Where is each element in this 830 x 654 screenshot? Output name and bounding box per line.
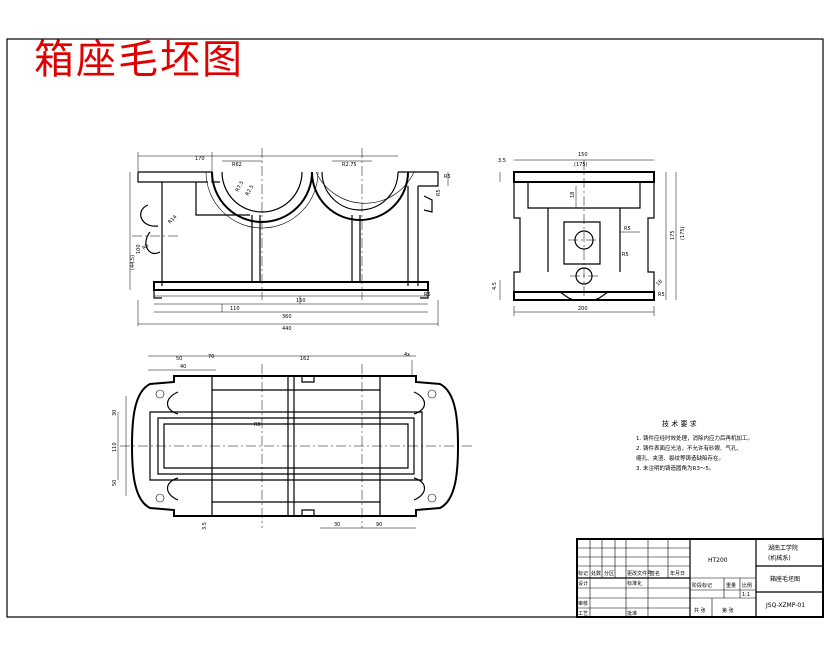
dim-label: 3.5 (498, 158, 506, 164)
dim-label: 110 (112, 442, 118, 452)
drawing-number: JSQ-XZMP-01 (765, 602, 805, 609)
dim-label: 90 (376, 522, 382, 528)
sheet-border (6, 38, 824, 618)
row-label: 标记 (578, 570, 588, 577)
dim-label: R5 (624, 226, 631, 232)
row-label: 处数 (591, 570, 601, 577)
dim-label: R62 (232, 162, 242, 168)
standard-label: 标准化 (627, 580, 642, 587)
tech-req-item: 2. 铸件表面应光洁，不允许有砂眼、气孔、 (636, 444, 742, 452)
dim-label: 162 (300, 356, 310, 362)
school-sub-label: (机械系) (768, 554, 791, 562)
tech-req-item: 3. 未注明的铸造圆角为R3～5。 (636, 464, 714, 472)
dim-label: 200 (578, 306, 588, 312)
design-label: 设计 (578, 580, 588, 587)
school-label: 湖南工学院 (768, 544, 798, 552)
material-label: HT200 (708, 557, 728, 564)
dim-label: 70 (208, 354, 214, 360)
weight-label: 重量 (726, 582, 736, 589)
check-label: 审核 (578, 600, 588, 607)
title-block-text: HT200 湖南工学院 (机械系) 箱座毛坯图 JSQ-XZMP-01 1:1 … (578, 544, 805, 617)
sheet-number-label: 第 张 (722, 607, 734, 614)
dim-label: 30 (334, 522, 340, 528)
row-label: 更改文件号 (627, 570, 652, 577)
dim-label: 170 (195, 156, 205, 162)
scale-label: 1:1 (742, 592, 750, 598)
row-label: 分区 (604, 570, 614, 577)
dim-label: R5 (424, 292, 431, 298)
dim-label: 4x (404, 352, 410, 358)
drawing-title: 箱座毛坯图 (34, 37, 244, 83)
dim-label: 50 (176, 356, 182, 362)
dim-label: 150 (578, 152, 588, 158)
dim-label: R2.75 (342, 162, 357, 168)
row-label: 签名 (650, 570, 660, 577)
technical-requirements: 技 术 要 求 1. 铸件应经时效处理，消除内应力后再机加工。 2. 铸件表面应… (636, 419, 753, 472)
dim-label: 18 (570, 192, 576, 198)
dim-label: 100 (136, 244, 142, 254)
title-block (576, 538, 824, 618)
dim-label: R14 (167, 214, 178, 225)
dim-label: 150 (296, 298, 306, 304)
dim-label: (175) (680, 227, 686, 240)
dim-label: R2.5 (245, 184, 256, 197)
dim-label: 175 (670, 230, 676, 240)
dim-label: R5 (658, 292, 665, 298)
dim-label: R5 (436, 189, 442, 196)
dim-label: R7.5 (235, 180, 246, 193)
side-view-dims: 150 (175) 18 3.5 175 (175) R5 R5 18 4.5 … (492, 152, 686, 312)
tech-req-heading: 技 术 要 求 (662, 419, 697, 428)
craft-label: 工艺 (578, 611, 588, 617)
dim-label: 360 (282, 314, 292, 320)
approve-label: 批准 (627, 610, 637, 617)
dim-label: R5 (622, 252, 629, 258)
dim-label: 30 (112, 410, 118, 416)
tech-req-item: 缩孔、夹渣、裂纹等铸造缺陷存在。 (636, 454, 724, 462)
sheet-count-label: 共 张 (694, 607, 706, 614)
dim-label: 50 (112, 480, 118, 486)
row-label: 年月日 (670, 570, 685, 577)
dim-label: R8 (254, 422, 261, 428)
side-view (499, 159, 677, 316)
dim-label: 4.5 (492, 282, 498, 290)
ratio-label: 比例 (742, 582, 752, 589)
front-view-dims: 170 R62 R2.75 R7.5 R2.5 R5 100 (44.5) R5… (130, 156, 451, 332)
dim-label: R5 (141, 243, 150, 252)
dim-label: R5 (444, 174, 451, 180)
tech-req-item: 1. 铸件应经时效处理，消除内应力后再机加工。 (636, 434, 753, 442)
dim-label: 18 (655, 279, 664, 288)
part-name-label: 箱座毛坯图 (770, 575, 800, 583)
stage-label: 阶段标记 (692, 582, 712, 589)
dim-label: 110 (230, 306, 240, 312)
dim-label: (44.5) (130, 255, 136, 270)
top-view (117, 355, 472, 529)
dim-label: 40 (180, 364, 186, 370)
dim-label: 3.5 (202, 522, 208, 530)
dim-label: 440 (282, 326, 292, 332)
front-view (129, 148, 449, 326)
dim-label: (175) (574, 162, 587, 168)
top-view-dims: 50 40 162 30 110 R8 50 30 90 70 3.5 4x (112, 352, 410, 530)
